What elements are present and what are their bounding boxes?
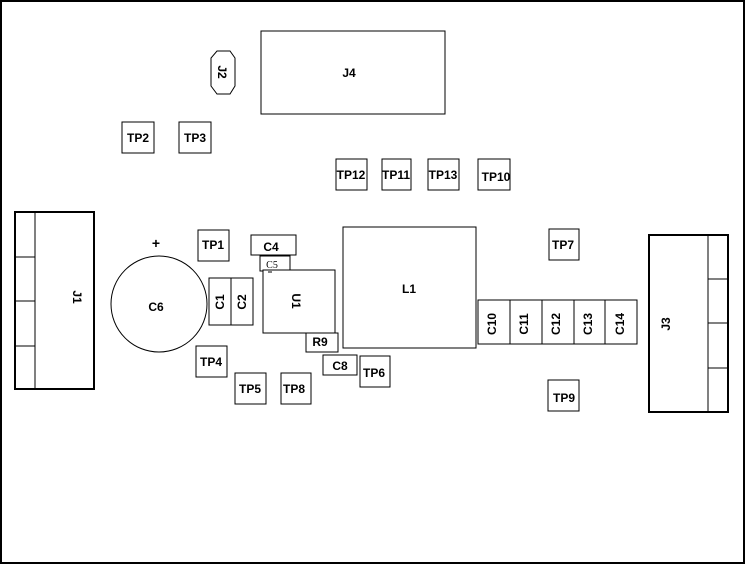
label-j4: J4 [342, 66, 356, 80]
label-c1: C1 [213, 294, 227, 310]
testpoint-tp13: TP13 [427, 158, 460, 191]
testpoint-tp8: TP8 [280, 372, 312, 405]
testpoint-tp6: TP6 [359, 355, 391, 388]
label-c11: C11 [517, 313, 531, 335]
c6-polarity-plus: + [152, 235, 160, 251]
label-tp7: TP7 [552, 238, 574, 252]
testpoint-tp7: TP7 [548, 228, 580, 261]
testpoint-tp3: TP3 [178, 121, 212, 154]
label-c4: C4 [263, 240, 279, 254]
label-c5: C5 [266, 260, 278, 271]
capacitor-c11: C11 [509, 299, 543, 345]
capacitor-c10: C10 [477, 299, 511, 345]
capacitor-c8: C8 [322, 354, 358, 376]
capacitor-c5: C5 [259, 255, 291, 272]
capacitor-c1: C1 [208, 277, 232, 326]
label-u1: U1 [289, 293, 303, 309]
label-c2: C2 [235, 294, 249, 310]
label-c14: C14 [613, 313, 627, 335]
inductor-l1: L1 [342, 226, 477, 349]
testpoint-tp10: TP10 [477, 158, 511, 191]
label-tp9: TP9 [553, 391, 575, 405]
label-tp8: TP8 [283, 382, 305, 396]
label-tp13: TP13 [429, 168, 458, 182]
testpoint-tp9: TP9 [547, 379, 580, 412]
label-j1: J1 [70, 290, 84, 304]
ic-u1: U1 [262, 269, 336, 334]
label-c12: C12 [549, 313, 563, 335]
capacitor-c12: C12 [541, 299, 575, 345]
label-c6: C6 [148, 300, 164, 314]
label-tp6: TP6 [363, 366, 385, 380]
label-tp11: TP11 [382, 168, 410, 182]
testpoint-tp4: TP4 [195, 345, 228, 378]
resistor-r9: R9 [305, 332, 339, 353]
label-tp2: TP2 [127, 131, 149, 145]
testpoint-tp11: TP11 [381, 158, 412, 191]
label-l1: L1 [402, 282, 416, 296]
testpoint-tp5: TP5 [234, 372, 267, 405]
capacitor-c2: C2 [230, 277, 254, 326]
label-c10: C10 [485, 313, 499, 335]
label-r9: R9 [312, 335, 328, 349]
capacitor-c6: C6 + [110, 235, 208, 353]
label-tp1: TP1 [202, 238, 224, 252]
connector-j2: J2 [210, 50, 236, 95]
testpoint-tp1: TP1 [197, 229, 230, 262]
label-c8: C8 [332, 359, 348, 373]
label-j2: J2 [215, 65, 229, 79]
connector-j3: J3 [648, 234, 729, 413]
connector-j4: J4 [260, 30, 446, 115]
label-c13: C13 [581, 313, 595, 335]
capacitor-c14: C14 [604, 299, 638, 345]
testpoint-tp12: TP12 [335, 158, 368, 191]
label-j3: J3 [659, 317, 673, 331]
capacitor-c4: C4 [250, 234, 297, 256]
label-tp3: TP3 [184, 131, 206, 145]
label-tp12: TP12 [337, 168, 366, 182]
connector-j1: J1 [14, 211, 95, 390]
label-tp10: TP10 [482, 170, 511, 184]
label-tp5: TP5 [239, 382, 261, 396]
capacitor-c13: C13 [573, 299, 606, 345]
label-tp4: TP4 [200, 355, 222, 369]
testpoint-tp2: TP2 [121, 121, 155, 154]
